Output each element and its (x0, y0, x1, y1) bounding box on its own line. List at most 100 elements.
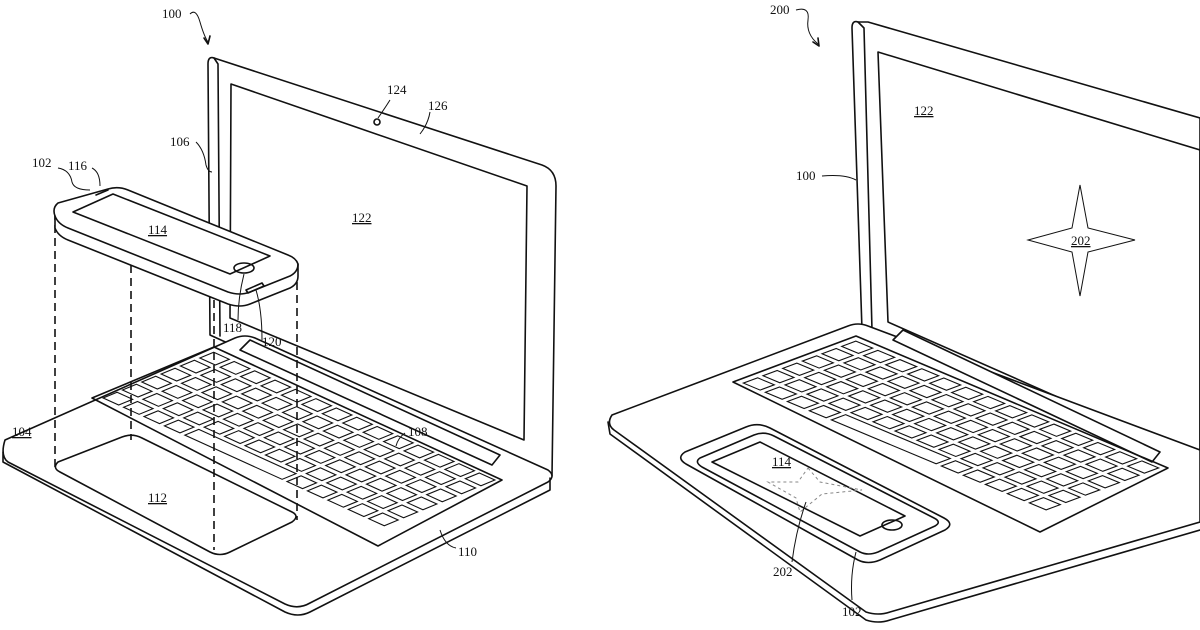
keyboard-key (323, 441, 356, 456)
keyboard (741, 340, 1161, 511)
keyboard-key (181, 394, 214, 409)
keyboard-key (972, 395, 1007, 410)
keyboard-key (1106, 467, 1141, 482)
keyboard-key (243, 439, 276, 454)
keyboard-key (930, 393, 965, 408)
home-button-118 (233, 262, 255, 274)
keyboard-key (1001, 454, 1036, 469)
keyboard-key (384, 469, 417, 484)
keyboard-key (425, 488, 458, 503)
figure-ref-100: 100 (162, 6, 182, 21)
label-202-phone: 202 (773, 564, 793, 579)
keyboard-key (1084, 458, 1119, 472)
label-114: 114 (772, 454, 792, 469)
keyboard-key (939, 460, 974, 474)
keyboard-key (385, 487, 418, 502)
keyboard-key (937, 443, 972, 458)
camera (373, 118, 381, 126)
keyboard-key (264, 448, 297, 463)
keyboard-key (829, 414, 952, 465)
keyboard-key (343, 451, 376, 466)
keyboard-key (242, 422, 275, 437)
keyboard-key (159, 367, 192, 382)
label-116: 116 (68, 158, 88, 173)
keyboard-key (1104, 451, 1139, 465)
keyboard-key (219, 378, 253, 393)
keyboard-key (383, 452, 416, 467)
keyboard-key (822, 364, 857, 378)
keyboard-key (200, 386, 233, 401)
keyboard-key (306, 484, 339, 499)
keyboard-key (871, 415, 906, 430)
keyboard-key (908, 384, 943, 399)
keyboard-key (402, 444, 435, 459)
keyboard-key (142, 410, 175, 425)
keyboard-key (424, 471, 457, 486)
keyboard-key (344, 468, 377, 483)
hinge (239, 339, 501, 466)
phone-102 (53, 186, 299, 307)
keyboard-key (864, 366, 899, 380)
keyboard-key (345, 485, 379, 500)
keyboard-key (741, 377, 776, 391)
keyboard-key (1018, 430, 1053, 445)
figure-arrow-100 (189, 11, 209, 43)
phone-102 (696, 432, 940, 555)
keyboard-key (935, 427, 970, 441)
keyboard-key (1064, 465, 1099, 480)
label-102: 102 (842, 604, 862, 619)
keyboard-key (284, 457, 317, 472)
label-106: 106 (170, 134, 190, 149)
keyboard-key (443, 463, 476, 478)
keyboard-key (974, 412, 1009, 426)
keyboard-key (781, 362, 816, 377)
speaker-116 (95, 189, 109, 196)
label-100: 100 (796, 168, 816, 183)
keyboard-key (1060, 432, 1095, 447)
keyboard-key (366, 495, 399, 510)
keyboard-key (240, 387, 273, 402)
label-112: 112 (148, 490, 167, 505)
keyboard-key (201, 403, 234, 418)
keyboard-key (259, 379, 292, 394)
connector-120 (245, 282, 265, 294)
keyboard-key (122, 400, 155, 415)
keyboard-key (301, 415, 334, 430)
keyboard-key (218, 360, 252, 375)
keyboard-key (302, 432, 335, 447)
keyboard-key (888, 392, 923, 406)
label-118: 118 (223, 320, 242, 335)
keyboard-key (1040, 440, 1075, 454)
label-102: 102 (32, 155, 52, 170)
label-122: 122 (352, 210, 372, 225)
figure-100: 100 102 116 106 124 126 114 122 118 120 … (2, 6, 557, 616)
keyboard-key (950, 386, 985, 401)
keyboard-key (981, 462, 1016, 476)
keyboard-key (163, 419, 196, 434)
keyboard-key (406, 496, 439, 511)
keyboard-key (785, 395, 820, 410)
keyboard-key (321, 407, 354, 422)
keyboard-key (961, 469, 996, 483)
keyboard-key (1045, 473, 1080, 487)
keyboard-key (913, 417, 948, 432)
keyboard-key (326, 493, 359, 508)
projected-star-202 (766, 467, 863, 513)
keyboard-key (183, 428, 298, 480)
label-110: 110 (458, 544, 477, 559)
keyboard-key (121, 383, 154, 398)
label-124: 124 (387, 82, 407, 97)
keyboard-key (910, 401, 945, 415)
label-104: 104 (12, 424, 32, 439)
label-108: 108 (408, 424, 428, 439)
keyboard-108 (101, 351, 497, 527)
keyboard-key (285, 475, 318, 490)
keyboard-key (1126, 460, 1161, 474)
keyboard-key (464, 472, 497, 487)
keyboard-key (1062, 449, 1097, 463)
figure-ref-200: 200 (770, 2, 790, 17)
keyboard-key (998, 438, 1033, 452)
keyboard-key (322, 424, 355, 439)
keyboard-key (346, 503, 380, 518)
